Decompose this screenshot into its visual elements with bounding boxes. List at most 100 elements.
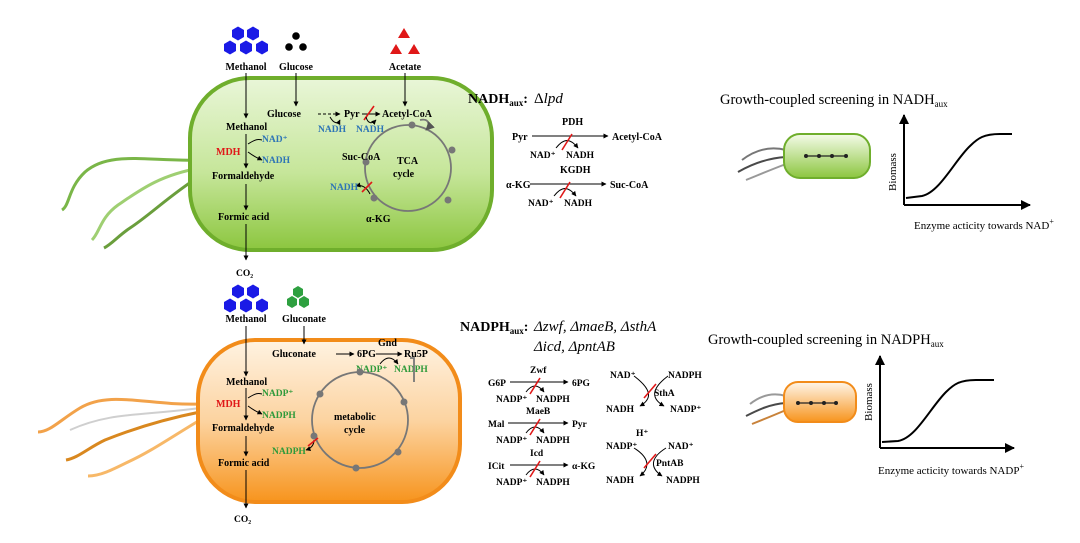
gnd-nadph-label: NADPH [394,365,428,375]
kgdh-reaction: KGDH α-KG Suc-CoA NAD⁺ NADH [506,165,649,209]
kgdh-nadh-label: NADH [564,199,593,209]
bottom-nadp-label: NADP⁺ [262,389,293,399]
metabolic-cycle-label: cycle [344,425,366,436]
pntab-nad-label: NAD⁺ [668,442,694,452]
nadph-ylabel: Biomass [863,383,875,421]
maeb-enzyme-label: MaeB [526,407,551,417]
bottom-cell-methanol-label: Methanol [226,377,267,388]
six-pg-label: 6PG [357,349,376,360]
nad-in-arrow [247,139,263,145]
pdh-nad-label: NAD⁺ [530,151,556,161]
maeb-nadp-label: NADP⁺ [496,436,527,446]
maeb-nadph-label: NADPH [536,436,570,446]
green-cell-body [188,76,494,252]
nadh-screen-title: Growth-coupled screening in NADHaux [720,92,948,109]
glucose-icon [285,32,307,51]
pntab-enzyme-label: PntAB [656,459,684,469]
nadp-in-arrow [247,393,263,399]
pdh-substrate-label: Pyr [512,132,528,143]
zwf-nadp-label: NADP⁺ [496,395,527,405]
icd-reaction: Icd ICit α-KG NADP⁺ NADPH [488,449,596,488]
methanol-label: Methanol [225,62,266,73]
pdh-nadh-label: NADH [566,151,595,161]
maeb-reaction: MaeB Mal Pyr NADP⁺ NADPH [488,407,588,446]
glucose-label: Glucose [279,62,313,73]
cycle-knockout-mark [307,437,319,447]
icd-nadph-label: NADPH [536,478,570,488]
stha-nadh-label: NADH [606,405,635,415]
nadh-xlabel: Enzyme acticity towards NAD+ [914,217,1054,232]
pntab-h-label: H⁺ [636,429,648,439]
tca-label: TCA [397,156,419,167]
pyr-label: Pyr [344,109,360,120]
zwf-product-label: 6PG [572,379,591,389]
nadh-a-arrow [329,116,341,126]
bottom-methanol-icon [224,284,268,313]
lpd-deletion: Δlpd [534,91,563,107]
nadph-aux-genotype: NADPHaux: [460,320,528,336]
nadph-screen-title: Growth-coupled screening in NADPHaux [708,332,944,349]
gnd-cofactor-arrow [379,357,399,365]
nadph-deletions-line1: Δzwf, ΔmaeB, ΔsthA [533,319,657,335]
formaldehyde-label: Formaldehyde [212,171,275,182]
nadph-out-arrow [247,405,263,415]
pntab-nadph-label: NADPH [666,476,700,486]
small-green-cell [737,133,871,181]
tca-cycle [362,118,456,212]
methanol-icon [224,26,268,55]
pdh-reaction: PDH Pyr Acetyl-CoA NAD⁺ NADH [512,117,663,161]
nadh-b-label: NADH [356,125,385,135]
nadh-growth-plot: Biomass Enzyme acticity towards NAD+ [887,114,1054,232]
stha-reaction: NAD⁺ NADPH SthA NADH NADP⁺ [606,371,702,415]
metabolic-label: metabolic [334,412,376,423]
pntab-reaction: H⁺ NADP⁺ NAD⁺ PntAB NADH NADPH [606,429,700,486]
cell-methanol-label: Methanol [226,122,267,133]
pdh-product-label: Acetyl-CoA [612,132,663,143]
bottom-nadph-label: NADPH [262,411,296,421]
icd-enzyme-label: Icd [530,449,544,459]
maeb-product-label: Pyr [572,420,588,430]
mdh-label: MDH [216,147,241,158]
nadh-out-arrow [247,151,263,161]
cell-gluconate-label: Gluconate [272,349,316,360]
zwf-nadph-label: NADPH [536,395,570,405]
bottom-panel: Methanol Gluconate Gluconate 6PG Gnd Ru5… [37,284,1024,525]
nadh-c-label: NADH [262,156,291,166]
metabolic-cycle [310,357,415,472]
kgdh-enzyme-label: KGDH [560,165,591,176]
zwf-enzyme-label: Zwf [530,366,547,376]
nadh-growth-curve [905,133,1012,199]
cell-glucose-label: Glucose [267,109,301,120]
gluconate-icon [287,286,309,308]
bottom-mdh-label: MDH [216,399,241,410]
nadph-deletions-line2: Δicd, ΔpntAB [533,339,615,355]
nadh-b-arrow [365,116,377,125]
formic-acid-label: Formic acid [218,212,270,223]
top-panel: Methanol Glucose Acetate Glucose Pyr Ace… [60,26,1054,279]
nadph-growth-curve [881,379,994,443]
bottom-formic-acid-label: Formic acid [218,458,270,469]
gluconate-label: Gluconate [282,314,326,325]
kgdh-product-label: Suc-CoA [610,180,649,191]
icd-nadp-label: NADP⁺ [496,478,527,488]
acetate-icon [390,28,420,54]
gnd-label: Gnd [378,338,397,349]
tca-cycle-label: cycle [393,169,415,180]
bottom-methanol-label: Methanol [225,314,266,325]
nadph-growth-plot: Biomass Enzyme acticity towards NADP+ [863,355,1024,477]
nadh-ylabel: Biomass [887,153,899,191]
orange-cell-body [196,338,462,504]
icd-product-label: α-KG [572,462,596,472]
pdh-knockout-mark [363,105,375,121]
nadph-c-label: NADPH [272,447,306,457]
stha-nadph-label: NADPH [668,371,702,381]
maeb-substrate-label: Mal [488,420,505,430]
kgdh-substrate-label: α-KG [506,180,531,191]
pntab-nadh-label: NADH [606,476,635,486]
nadph-xlabel: Enzyme acticity towards NADP+ [878,462,1024,477]
nadh-d-label: NADH [330,183,359,193]
kgdh-nad-label: NAD⁺ [528,199,554,209]
pdh-enzyme-label: PDH [562,117,583,128]
suc-coa-label: Suc-CoA [342,152,381,163]
